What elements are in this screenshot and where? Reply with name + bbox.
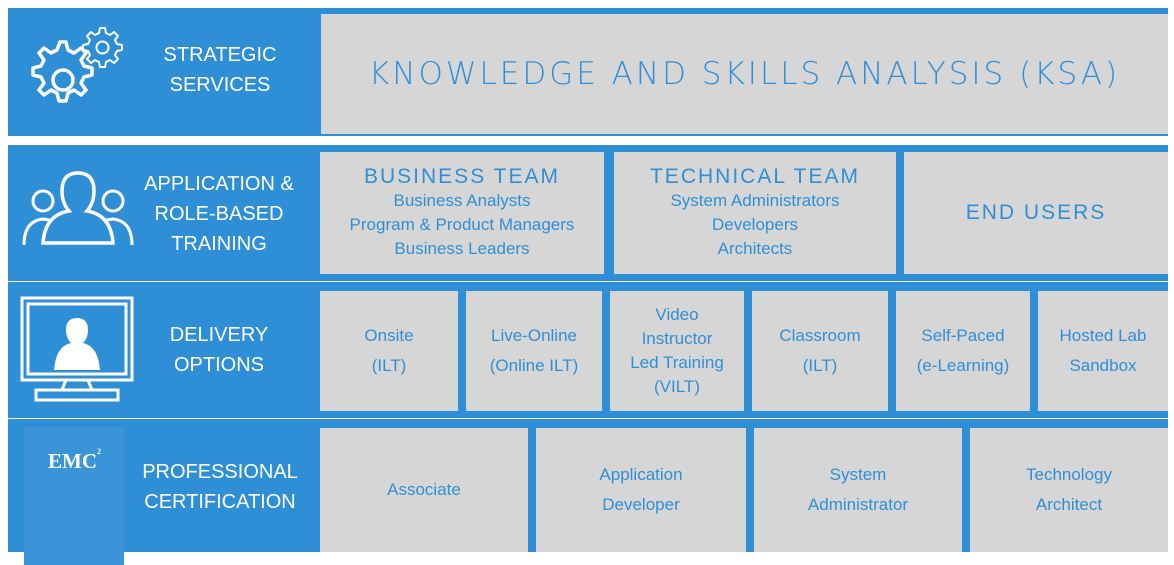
- cert-level-associate: Associate: [320, 428, 528, 552]
- row-label-strategic-services: STRATEGIC SERVICES: [140, 40, 300, 100]
- cert-line: Associate: [387, 480, 461, 499]
- emc-logo-box: EMC2: [24, 427, 124, 565]
- label-line: TRAINING: [171, 233, 267, 255]
- business-team-item: Business Analysts: [393, 191, 531, 210]
- technical-team-title: TECHNICAL TEAM: [649, 165, 861, 188]
- label-line: DELIVERY: [169, 324, 269, 346]
- delivery-option-self-paced: Self-Paced (e-Learning): [896, 291, 1030, 411]
- delivery-option-live-online: Live-Online (Online ILT): [466, 291, 602, 411]
- end-users-title: END USERS: [965, 201, 1107, 224]
- monitor-user-icon: [18, 294, 138, 411]
- option-line: Video: [655, 305, 699, 324]
- option-line: Classroom: [779, 326, 861, 345]
- label-line: APPLICATION &: [144, 173, 294, 195]
- row-strategic-services: STRATEGIC SERVICES KNOWLEDGE AND SKILLS …: [8, 8, 1168, 136]
- option-line: Instructor: [641, 329, 713, 348]
- delivery-option-classroom: Classroom (ILT): [752, 291, 888, 411]
- delivery-option-onsite: Onsite (ILT): [320, 291, 458, 411]
- option-line: Sandbox: [1069, 356, 1137, 375]
- option-line: (Online ILT): [489, 356, 579, 375]
- gears-icon: [20, 22, 140, 127]
- cert-line: System: [829, 465, 887, 484]
- technical-team-box: TECHNICAL TEAM System Administrators Dev…: [614, 152, 896, 274]
- cert-line: Architect: [1035, 495, 1103, 514]
- ksa-box: KNOWLEDGE AND SKILLS ANALYSIS (KSA): [321, 14, 1168, 134]
- option-line: Onsite: [364, 326, 414, 345]
- business-team-title: BUSINESS TEAM: [364, 165, 560, 188]
- row-professional-certification: EMC2 PROFESSIONAL CERTIFICATION Associat…: [8, 419, 1168, 565]
- row-delivery-options: DELIVERY OPTIONS Onsite (ILT) Live-Onlin…: [8, 282, 1168, 418]
- cert-line: Administrator: [807, 495, 909, 514]
- end-users-box: END USERS: [904, 152, 1168, 274]
- label-line: ROLE-BASED: [154, 203, 284, 225]
- label-line: PROFESSIONAL: [142, 461, 298, 483]
- row-application-training: APPLICATION & ROLE-BASED TRAINING BUSINE…: [8, 145, 1168, 281]
- option-line: Live-Online: [491, 326, 577, 345]
- delivery-option-hosted-lab: Hosted Lab Sandbox: [1038, 291, 1168, 411]
- emc-logo: EMC2: [48, 447, 101, 474]
- label-line: STRATEGIC: [163, 44, 277, 66]
- technical-team-item: Architects: [717, 239, 793, 258]
- technical-team-item: Developers: [712, 215, 798, 234]
- cert-line: Application: [599, 465, 683, 484]
- technical-team-item: System Administrators: [670, 191, 840, 210]
- label-line: CERTIFICATION: [144, 491, 296, 513]
- cert-line: Technology: [1025, 465, 1112, 484]
- cert-level-system-administrator: System Administrator: [754, 428, 962, 552]
- business-team-box: BUSINESS TEAM Business Analysts Program …: [320, 152, 604, 274]
- business-team-item: Business Leaders: [394, 239, 530, 258]
- row-label-application-training: APPLICATION & ROLE-BASED TRAINING: [134, 169, 304, 259]
- people-icon: [18, 167, 138, 262]
- emc-logo-sup: 2: [97, 447, 101, 456]
- option-line: (ILT): [802, 356, 838, 375]
- option-line: (ILT): [371, 356, 407, 375]
- option-line: Self-Paced: [921, 326, 1005, 345]
- cert-level-application-developer: Application Developer: [536, 428, 746, 552]
- label-line: SERVICES: [169, 74, 271, 96]
- row-label-professional-certification: PROFESSIONAL CERTIFICATION: [130, 457, 310, 517]
- cert-level-technology-architect: Technology Architect: [970, 428, 1168, 552]
- option-line: Hosted Lab: [1059, 326, 1147, 345]
- option-line: Led Training: [630, 353, 724, 372]
- option-line: (VILT): [654, 377, 700, 396]
- business-team-item: Program & Product Managers: [349, 215, 575, 234]
- cert-line: Developer: [602, 495, 680, 514]
- row-label-delivery-options: DELIVERY OPTIONS: [134, 320, 304, 380]
- emc-logo-text: EMC: [48, 449, 97, 473]
- delivery-option-vilt: Video Instructor Led Training (VILT): [610, 291, 744, 411]
- label-line: OPTIONS: [173, 354, 264, 376]
- ksa-title: KNOWLEDGE AND SKILLS ANALYSIS (KSA): [368, 56, 1121, 92]
- option-line: (e-Learning): [916, 356, 1010, 375]
